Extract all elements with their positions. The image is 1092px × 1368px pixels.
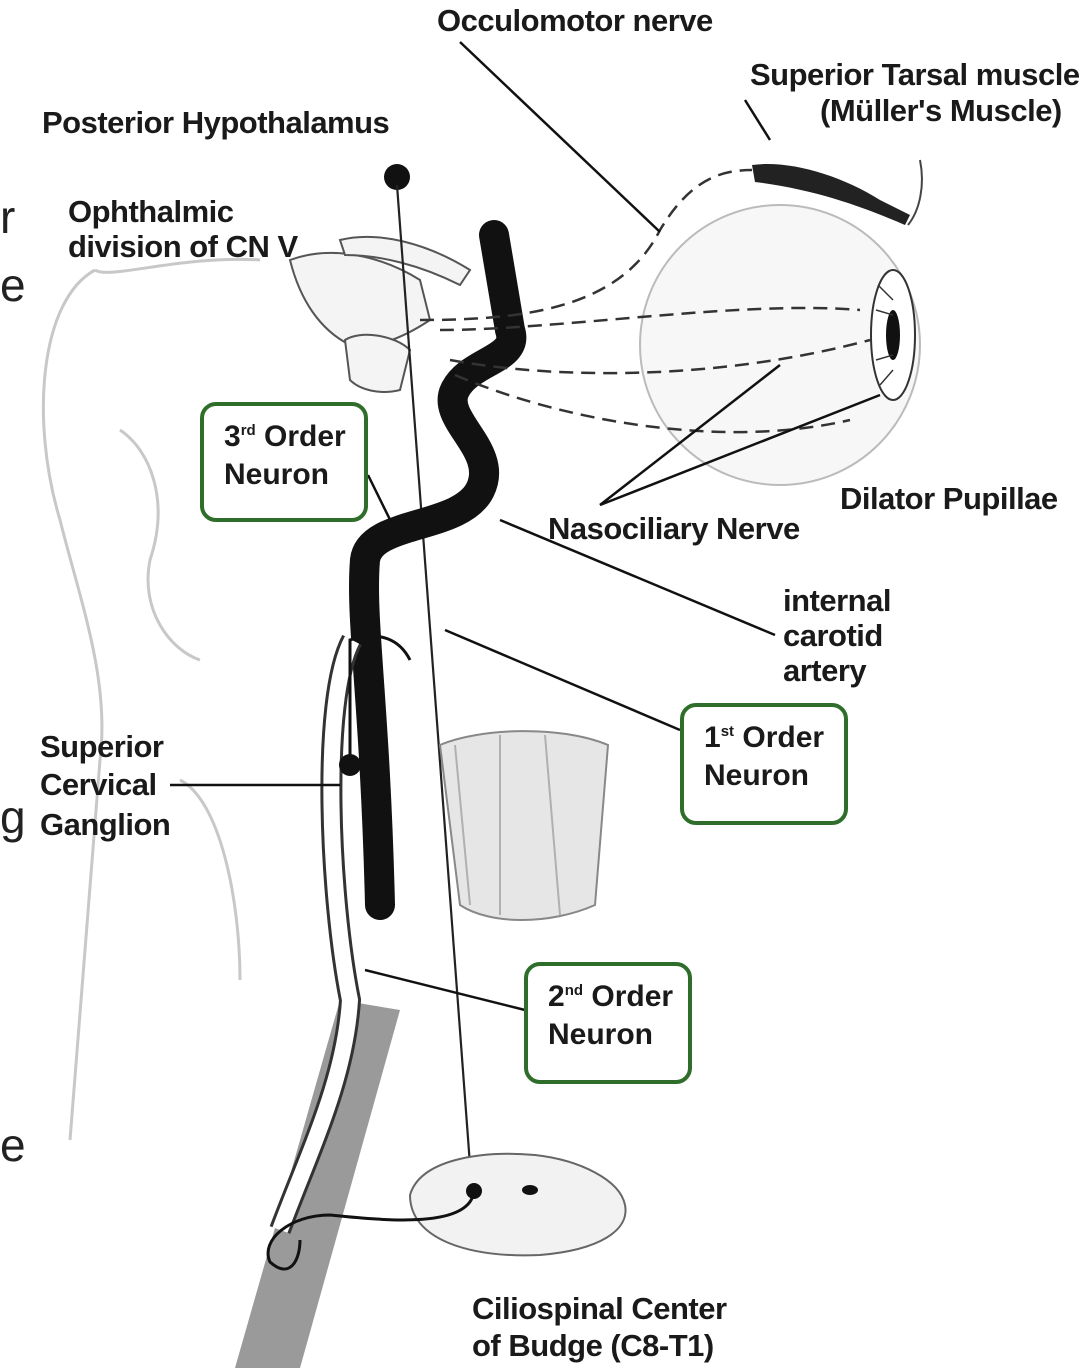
first-order-fiber [397, 185, 470, 1165]
first-order-sup: st [721, 723, 734, 740]
scg-label-line2: Cervical [40, 766, 157, 803]
edge-fragment-2: e [0, 258, 26, 312]
eyelid-line [908, 160, 922, 225]
internal-carotid-label-line3: artery [783, 652, 866, 689]
ciliospinal-label-line1: Ciliospinal Center [472, 1290, 727, 1327]
third-order-neuron-box: 3rd Order Neuron [200, 402, 368, 522]
neck-shading [235, 1000, 400, 1368]
first-order-neuron-box: 1st Order Neuron [680, 703, 848, 825]
scg-label-line1: Superior [40, 728, 163, 765]
edge-fragment-3: g [0, 790, 26, 844]
ophthalmic-label-line2: division of CN V [68, 228, 298, 265]
first-order-num: 1 [704, 721, 721, 754]
superior-tarsal-label-line1: Superior Tarsal muscle [750, 56, 1080, 93]
ciliospinal-label-line2: of Budge (C8-T1) [472, 1327, 714, 1364]
third-order-neuron-word: Neuron [224, 456, 344, 494]
first-order-neuron-word: Neuron [704, 757, 824, 795]
internal-carotid-label-line1: internal [783, 582, 891, 619]
spinal-block [440, 731, 608, 920]
posterior-hypothalamus-label: Posterior Hypothalamus [42, 104, 389, 141]
superior-tarsal-label-line2: (Müller's Muscle) [820, 92, 1062, 129]
second-order-num: 2 [548, 980, 565, 1013]
skull-fragments [290, 237, 470, 392]
head-outline [43, 259, 260, 1140]
first-order-word: Order [742, 721, 824, 754]
third-order-num: 3 [224, 420, 241, 453]
nasociliary-nerve-label: Nasociliary Nerve [548, 510, 800, 547]
eyeball [640, 205, 920, 485]
second-order-word: Order [591, 980, 673, 1013]
second-order-neuron-box: 2nd Order Neuron [524, 962, 692, 1084]
internal-carotid-label-line2: carotid [783, 617, 883, 654]
ophthalmic-label-line1: Ophthalmic [68, 193, 234, 230]
spinal-cord-section [410, 1154, 626, 1256]
edge-fragment-4: e [0, 1118, 26, 1172]
second-order-neuron-word: Neuron [548, 1016, 668, 1054]
third-order-sup: rd [241, 422, 256, 439]
edge-fragment-1: r [0, 190, 15, 244]
occulomotor-nerve-label: Occulomotor nerve [437, 2, 713, 39]
third-order-word: Order [264, 420, 346, 453]
dilator-pupillae-label: Dilator Pupillae [840, 480, 1058, 517]
scg-label-line3: Ganglion [40, 806, 170, 843]
second-order-sup: nd [565, 982, 583, 999]
